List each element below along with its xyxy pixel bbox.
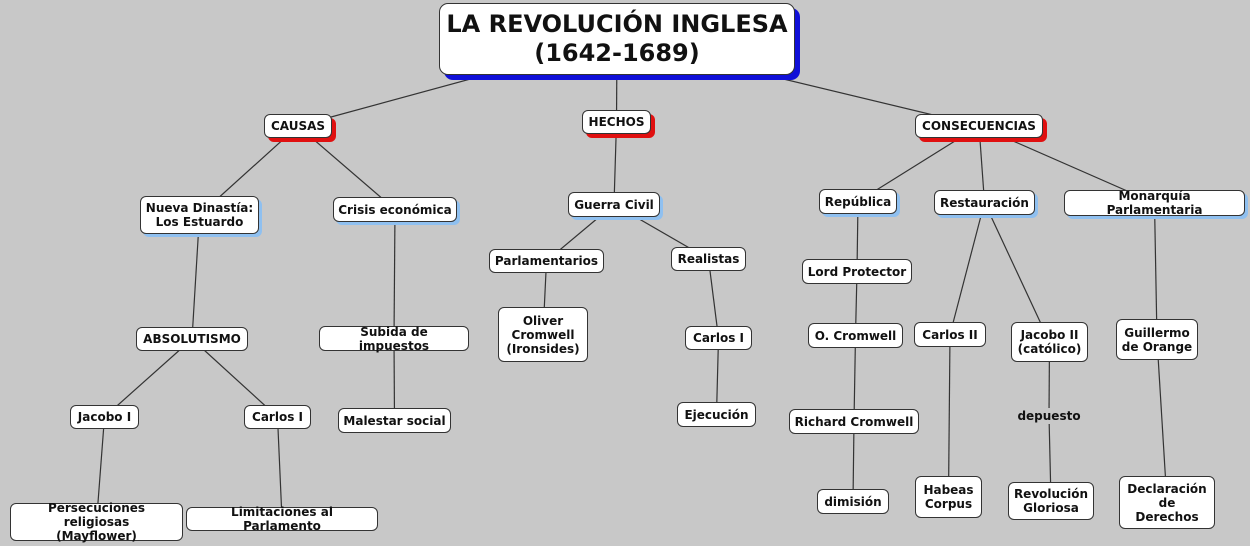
node-guerra[interactable]: Guerra Civil <box>568 192 660 217</box>
node-parlamentarios[interactable]: Parlamentarios <box>489 249 604 273</box>
node-title[interactable]: LA REVOLUCIÓN INGLESA (1642-1689) <box>439 3 795 75</box>
connector-impuestos-malestar <box>393 338 396 421</box>
node-carlos1a[interactable]: Carlos I <box>244 405 311 429</box>
node-ocromwell[interactable]: O. Cromwell <box>808 323 903 348</box>
node-realistas[interactable]: Realistas <box>671 247 746 271</box>
connector-carlos2-habeas <box>947 334 951 498</box>
node-gloriosa[interactable]: Revolución Gloriosa <box>1008 482 1094 520</box>
node-carlos2[interactable]: Carlos II <box>914 322 986 347</box>
link-label-depuesto: depuesto <box>1016 408 1082 424</box>
connector-crisis-impuestos <box>393 209 396 339</box>
node-malestar[interactable]: Malestar social <box>338 408 451 433</box>
node-carlos1h[interactable]: Carlos I <box>685 326 752 350</box>
connector-absolutismo-carlos1a <box>191 338 278 418</box>
connector-carlos1a-limitaciones <box>276 416 283 520</box>
connector-causas-crisis <box>297 125 396 210</box>
node-hechos[interactable]: HECHOS <box>582 110 651 134</box>
connector-realistas-carlos1h <box>707 258 720 339</box>
node-jacobo1[interactable]: Jacobo I <box>70 405 139 429</box>
node-dinastia[interactable]: Nueva Dinastía: Los Estuardo <box>140 196 259 234</box>
node-absolutismo[interactable]: ABSOLUTISMO <box>136 327 248 351</box>
node-oliver[interactable]: Oliver Cromwell (Ironsides) <box>498 307 588 362</box>
connector-absolutismo-jacobo1 <box>104 338 193 418</box>
node-dimision[interactable]: dimisión <box>817 489 889 514</box>
connector-consecuencias-republica <box>857 125 980 203</box>
connector-restauracion-carlos2 <box>949 202 986 335</box>
node-declaracion[interactable]: Declaración de Derechos <box>1119 476 1215 529</box>
connector-ocromwell-richard <box>853 335 857 422</box>
node-richard[interactable]: Richard Cromwell <box>789 409 919 434</box>
node-consecuencias[interactable]: CONSECUENCIAS <box>915 114 1043 138</box>
node-crisis[interactable]: Crisis económica <box>333 197 457 222</box>
connector-carlos1h-ejecucion <box>715 337 720 415</box>
node-monarquia[interactable]: Monarquía Parlamentaria <box>1064 189 1245 217</box>
connector-richard-dimision <box>852 421 855 502</box>
node-guillermo[interactable]: Guillermo de Orange <box>1116 319 1198 360</box>
node-ejecucion[interactable]: Ejecución <box>677 402 756 427</box>
node-restauracion[interactable]: Restauración <box>934 190 1035 215</box>
connector-dinastia-absolutismo <box>191 214 201 340</box>
connector-guillermo-declaracion <box>1156 339 1168 503</box>
connector-consecuencias-restauracion <box>978 125 986 203</box>
connector-hechos-guerra <box>613 121 618 205</box>
node-habeas[interactable]: Habeas Corpus <box>915 476 982 518</box>
node-republica[interactable]: República <box>819 189 897 214</box>
node-persecuciones[interactable]: Persecuciones religiosas (Mayflower) <box>10 501 183 543</box>
node-impuestos[interactable]: Subida de impuestos <box>319 325 469 353</box>
connector-monarquia-guillermo <box>1153 202 1158 340</box>
node-limitaciones[interactable]: Limitaciones al Parlamento <box>186 505 378 533</box>
node-causas[interactable]: CAUSAS <box>264 114 332 138</box>
connector-restauracion-jacobo2 <box>983 202 1051 343</box>
node-lord[interactable]: Lord Protector <box>802 259 912 284</box>
node-jacobo2[interactable]: Jacobo II (católico) <box>1011 322 1088 362</box>
